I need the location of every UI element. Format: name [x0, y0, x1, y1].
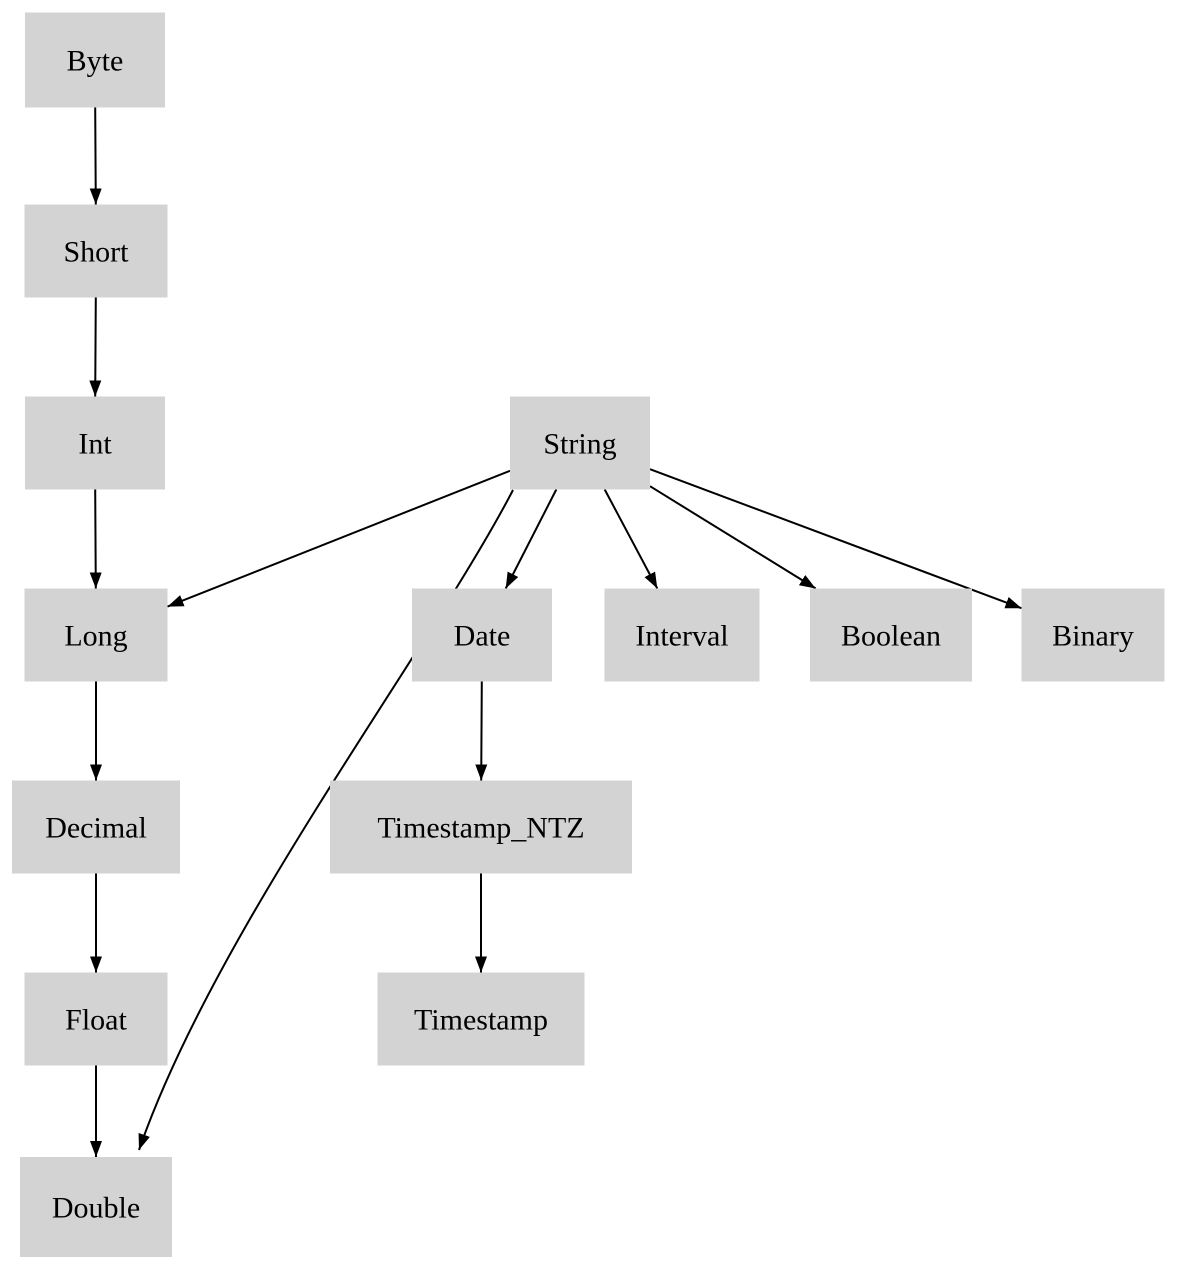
node-label-long: Long: [64, 619, 127, 652]
node-label-string: String: [543, 427, 616, 460]
edge-string-long: [167, 469, 511, 608]
node-label-byte: Byte: [67, 44, 124, 77]
node-box-decimal: [12, 780, 180, 874]
node-label-timestamp: Timestamp: [414, 1003, 548, 1036]
node-boolean: Boolean: [810, 588, 972, 682]
node-box-timestamp_ntz: [330, 780, 632, 874]
node-box-string: [510, 396, 650, 490]
node-box-byte: [25, 12, 165, 108]
node-double: Double: [20, 1157, 172, 1257]
node-box-binary: [1021, 588, 1165, 682]
edge-string-binary: [649, 468, 1022, 610]
node-int: Int: [25, 396, 165, 490]
node-label-int: Int: [78, 427, 112, 460]
node-float: Float: [24, 972, 168, 1066]
edge-int-long: [89, 489, 102, 589]
node-box-date: [412, 588, 552, 682]
node-box-int: [25, 396, 165, 490]
node-label-boolean: Boolean: [841, 619, 941, 652]
node-byte: Byte: [25, 12, 165, 108]
node-box-double: [20, 1157, 172, 1257]
edge-short-int: [89, 297, 102, 397]
node-timestamp: Timestamp: [377, 972, 585, 1066]
node-label-timestamp_ntz: Timestamp_NTZ: [377, 811, 584, 844]
node-binary: Binary: [1021, 588, 1165, 682]
edge-byte-short: [89, 107, 102, 205]
edge-date-timestamp_ntz: [475, 681, 488, 781]
node-interval: Interval: [604, 588, 760, 682]
node-long: Long: [24, 588, 168, 682]
node-box-short: [24, 204, 168, 298]
node-timestamp_ntz: Timestamp_NTZ: [330, 780, 632, 874]
node-label-double: Double: [52, 1191, 140, 1224]
node-decimal: Decimal: [12, 780, 180, 874]
node-label-decimal: Decimal: [45, 811, 147, 844]
edge-string-date: [504, 489, 558, 589]
node-string: String: [510, 396, 650, 490]
node-short: Short: [24, 204, 168, 298]
node-box-timestamp: [377, 972, 585, 1066]
node-box-float: [24, 972, 168, 1066]
edges-layer: [89, 107, 1022, 1157]
node-box-interval: [604, 588, 760, 682]
node-label-float: Float: [65, 1003, 127, 1036]
node-label-short: Short: [63, 235, 129, 268]
node-date: Date: [412, 588, 552, 682]
node-label-interval: Interval: [635, 619, 728, 652]
node-box-boolean: [810, 588, 972, 682]
edge-string-double: [138, 489, 514, 1151]
edge-string-boolean: [649, 485, 817, 590]
node-box-long: [24, 588, 168, 682]
node-label-binary: Binary: [1052, 619, 1134, 652]
node-label-date: Date: [454, 619, 511, 652]
edge-string-interval: [603, 489, 659, 589]
